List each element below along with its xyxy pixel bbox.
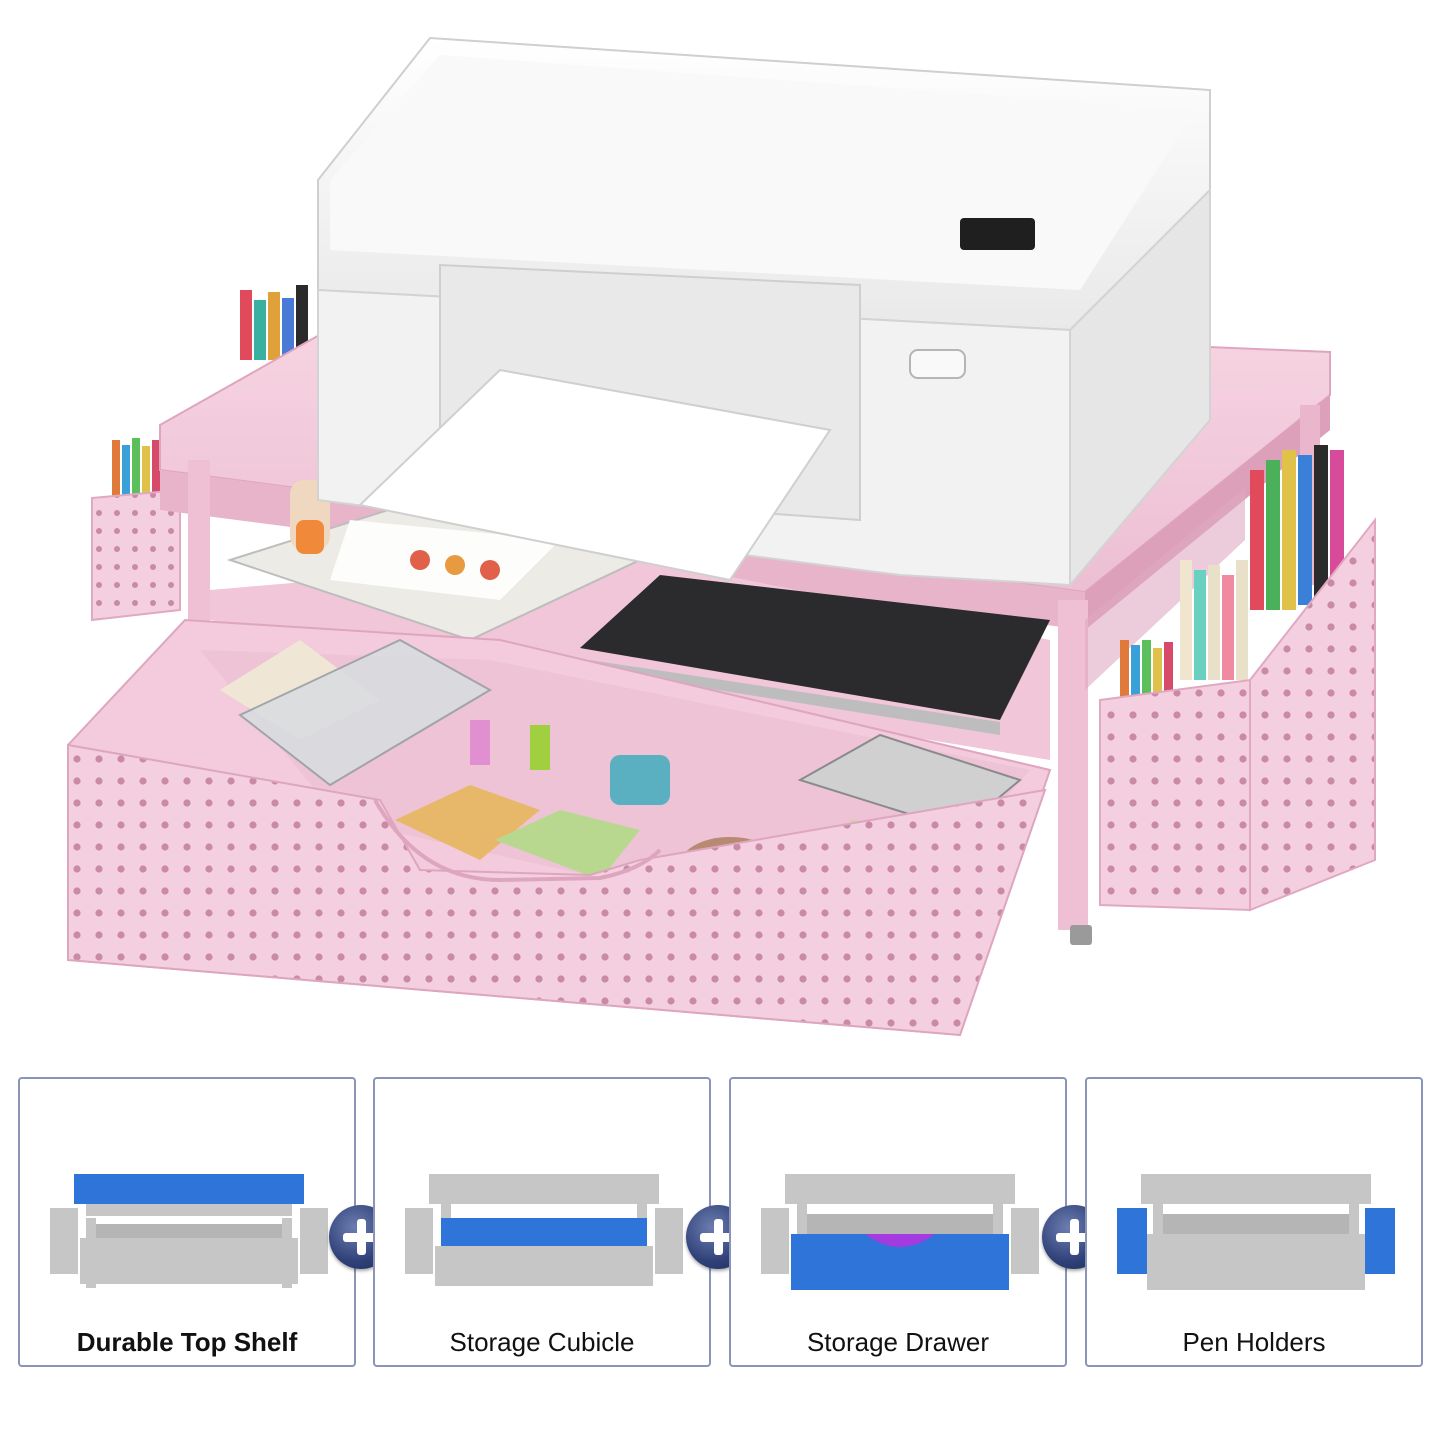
feature-card-top-shelf: Durable Top Shelf	[18, 1077, 356, 1367]
feature-card-drawer: Storage Drawer	[729, 1077, 1067, 1367]
drawer-diagram-icon	[761, 1174, 1039, 1290]
storage-drawer	[67, 618, 1052, 1037]
cubicle-diagram-icon	[405, 1174, 683, 1286]
feature-label: Pen Holders	[1182, 1327, 1326, 1357]
left-pen-holder	[91, 285, 308, 622]
product-photo	[67, 36, 1376, 1037]
feature-card-pen-holders: Pen Holders	[1085, 1077, 1423, 1367]
feature-label: Durable Top Shelf	[76, 1327, 298, 1357]
printer	[317, 36, 1211, 588]
feature-card-cubicle: Storage Cubicle	[373, 1077, 711, 1367]
right-pen-holder	[1099, 445, 1376, 912]
feature-label: Storage Cubicle	[449, 1327, 635, 1357]
pen-holders-diagram-icon	[1117, 1174, 1395, 1290]
feature-label: Storage Drawer	[806, 1327, 990, 1357]
top-shelf-diagram-icon	[50, 1174, 328, 1288]
